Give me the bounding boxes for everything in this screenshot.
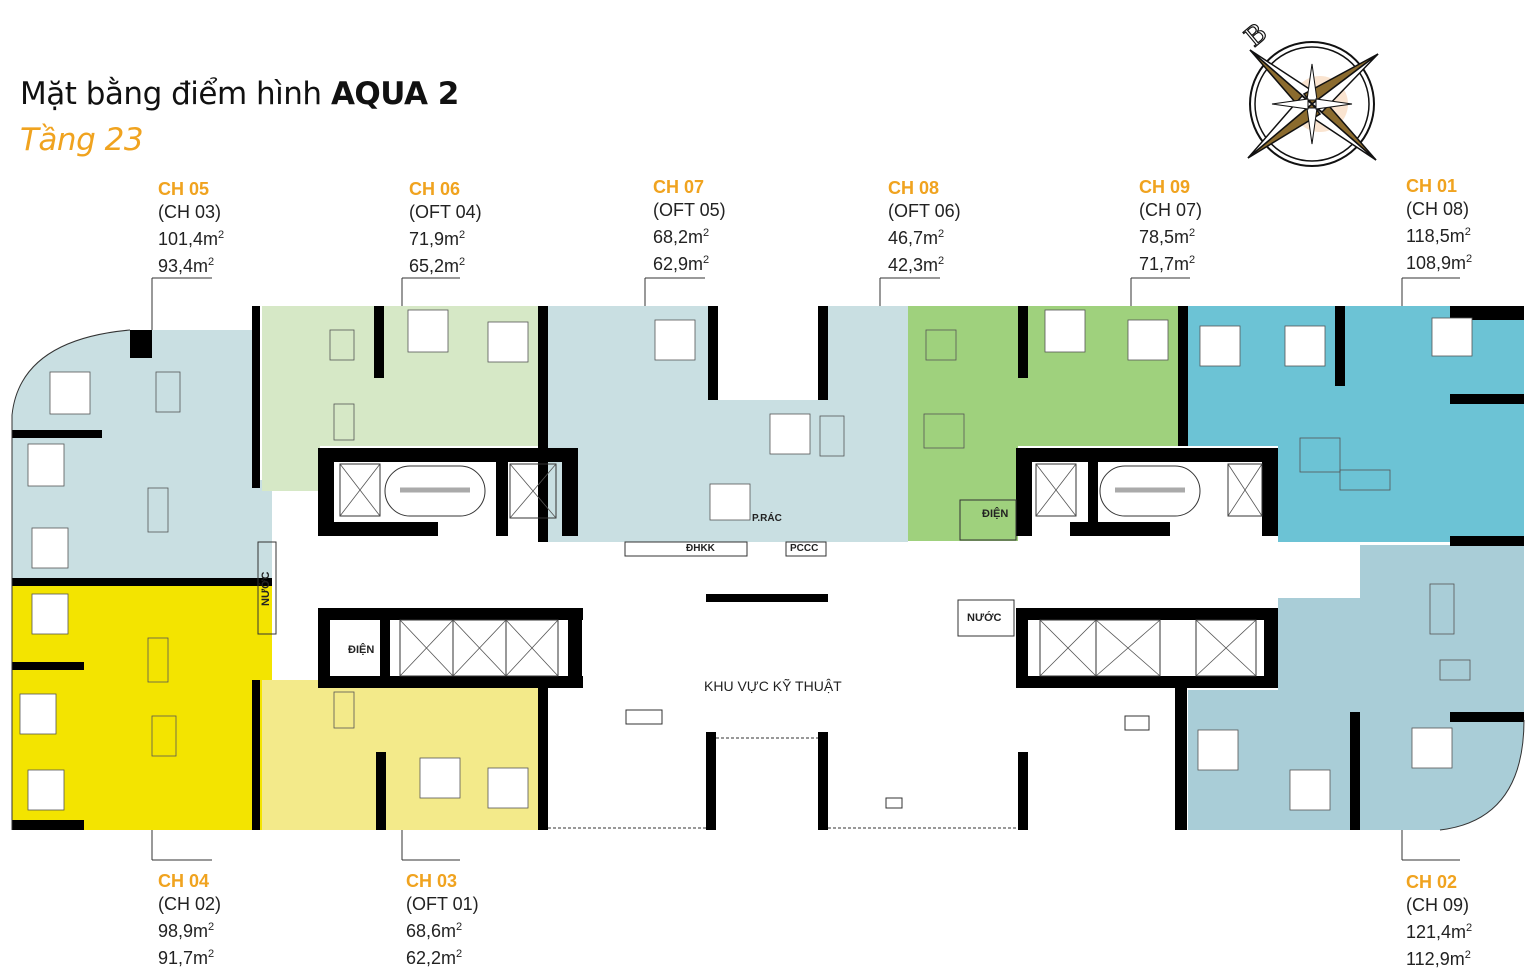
room-label-tech-area: KHU VỰC KỸ THUẬT (704, 678, 842, 694)
unit-label-ch06: CH 06 (OFT 04) 71,9m2 65,2m2 (409, 179, 482, 276)
floor-label: Tầng 23 (20, 122, 144, 158)
unit-label-ch07: CH 07 (OFT 05) 68,2m2 62,9m2 (653, 177, 726, 274)
unit-label-ch08: CH 08 (OFT 06) 46,7m2 42,3m2 (888, 178, 961, 275)
unit-label-ch01: CH 01 (CH 08) 118,5m2 108,9m2 (1406, 176, 1473, 273)
room-label-dhkk: ĐHKK (686, 543, 715, 554)
unit-label-ch02: CH 02 (CH 09) 121,4m2 112,9m2 (1406, 872, 1473, 969)
room-label-pccc: PCCC (790, 543, 819, 554)
unit-label-ch05: CH 05 (CH 03) 101,4m2 93,4m2 (158, 179, 225, 276)
unit-label-ch04: CH 04 (CH 02) 98,9m2 91,7m2 (158, 871, 222, 968)
unit-label-ch09: CH 09 (CH 07) 78,5m2 71,7m2 (1139, 177, 1203, 274)
room-label-prac: P.RÁC (752, 513, 782, 524)
room-label-dien-left: ĐIỆN (348, 644, 375, 656)
room-label-dien-right: ĐIỆN (982, 508, 1009, 520)
room-label-nuoc-right: NƯỚC (967, 612, 1002, 624)
room-label-nuoc-left: NƯỚC (260, 571, 272, 606)
unit-label-ch03: CH 03 (OFT 01) 68,6m2 62,2m2 (406, 871, 479, 968)
compass-rose-icon: B (1240, 17, 1379, 167)
page-title: Mặt bằng điểm hình AQUA 2 (20, 76, 459, 112)
